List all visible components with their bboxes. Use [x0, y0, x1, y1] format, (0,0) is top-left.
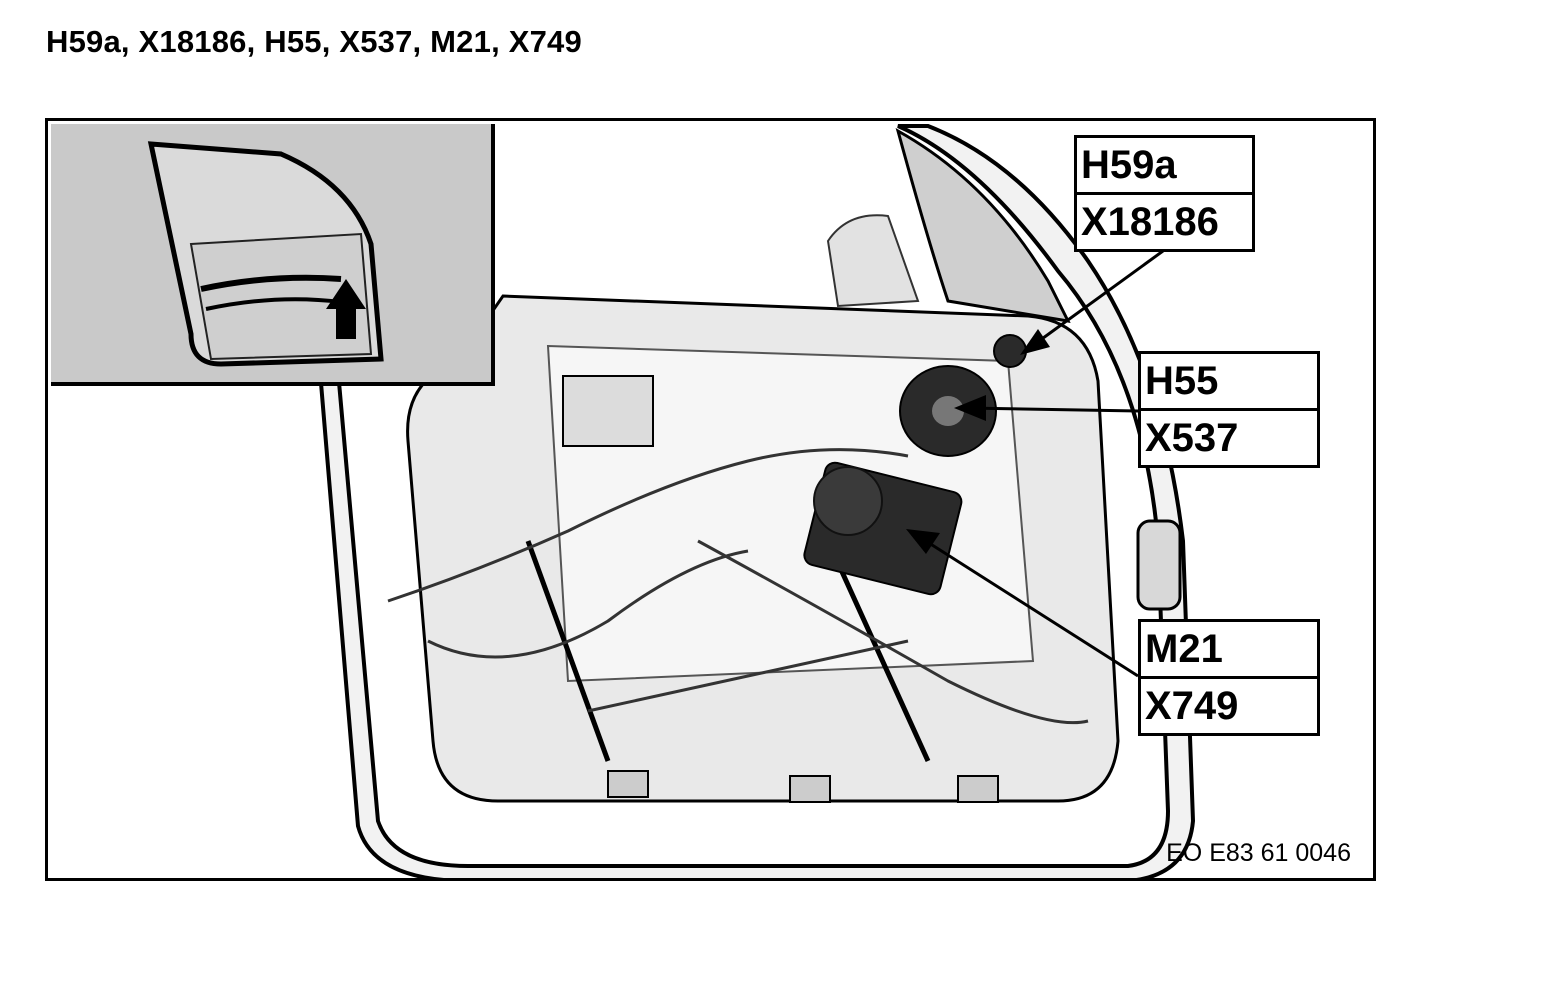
- mirror-housing: [826, 214, 920, 308]
- inset-trim-line: [205, 297, 342, 311]
- callout-m21-x749: M21 X749: [1138, 619, 1320, 736]
- inset-door-panel: [189, 232, 373, 361]
- regulator-rail-left: [525, 540, 611, 762]
- bottom-clip: [607, 770, 649, 798]
- callout-code: H55: [1145, 359, 1219, 403]
- callout-code: M21: [1145, 627, 1223, 671]
- door-diagram: H59a X18186 H55 X537 M21 X749 EO E83 61 …: [45, 118, 1376, 881]
- bottom-clip: [789, 775, 831, 803]
- leader-arrowhead-bottom: [906, 529, 940, 554]
- regulator-cross-bar: [587, 639, 909, 713]
- page-title: H59a, X18186, H55, X537, M21, X749: [46, 24, 582, 59]
- callout-code: X749: [1141, 676, 1317, 733]
- callout-code: H59a: [1081, 143, 1177, 187]
- leader-arrowhead-top: [1020, 329, 1050, 355]
- leader-line-middle: [965, 406, 1139, 413]
- callout-code: X537: [1141, 408, 1317, 465]
- inset-location-arrow: [326, 279, 366, 339]
- door-panel-drawing: [317, 124, 1196, 878]
- window-glass-corner: [895, 127, 1071, 323]
- callout-h59a-x18186: H59a X18186: [1074, 135, 1255, 252]
- regulator-rail-right: [825, 539, 931, 763]
- bottom-clip: [957, 775, 999, 803]
- wiring-harness-lower: [427, 549, 749, 659]
- door-lock-module: [562, 375, 654, 447]
- door-handle: [1136, 519, 1182, 611]
- leader-arrowhead-middle: [954, 395, 986, 421]
- wiring-harness-right: [697, 539, 1089, 725]
- window-lift-motor-gear: [813, 466, 883, 536]
- locator-inset: [51, 124, 495, 386]
- callout-h55-x537: H55 X537: [1138, 351, 1320, 468]
- leader-line-top: [1027, 249, 1164, 351]
- figure-reference-code: EO E83 61 0046: [1166, 839, 1351, 867]
- courtesy-light-connector: [993, 334, 1027, 368]
- inset-armrest-line: [200, 274, 342, 292]
- leader-line-bottom: [917, 534, 1139, 678]
- wiring-harness-upper: [387, 448, 909, 603]
- locator-inset-drawing: [147, 141, 384, 367]
- door-frame-outline: [317, 124, 1196, 878]
- callout-code: X18186: [1077, 192, 1252, 249]
- tweeter-speaker-center: [932, 396, 964, 426]
